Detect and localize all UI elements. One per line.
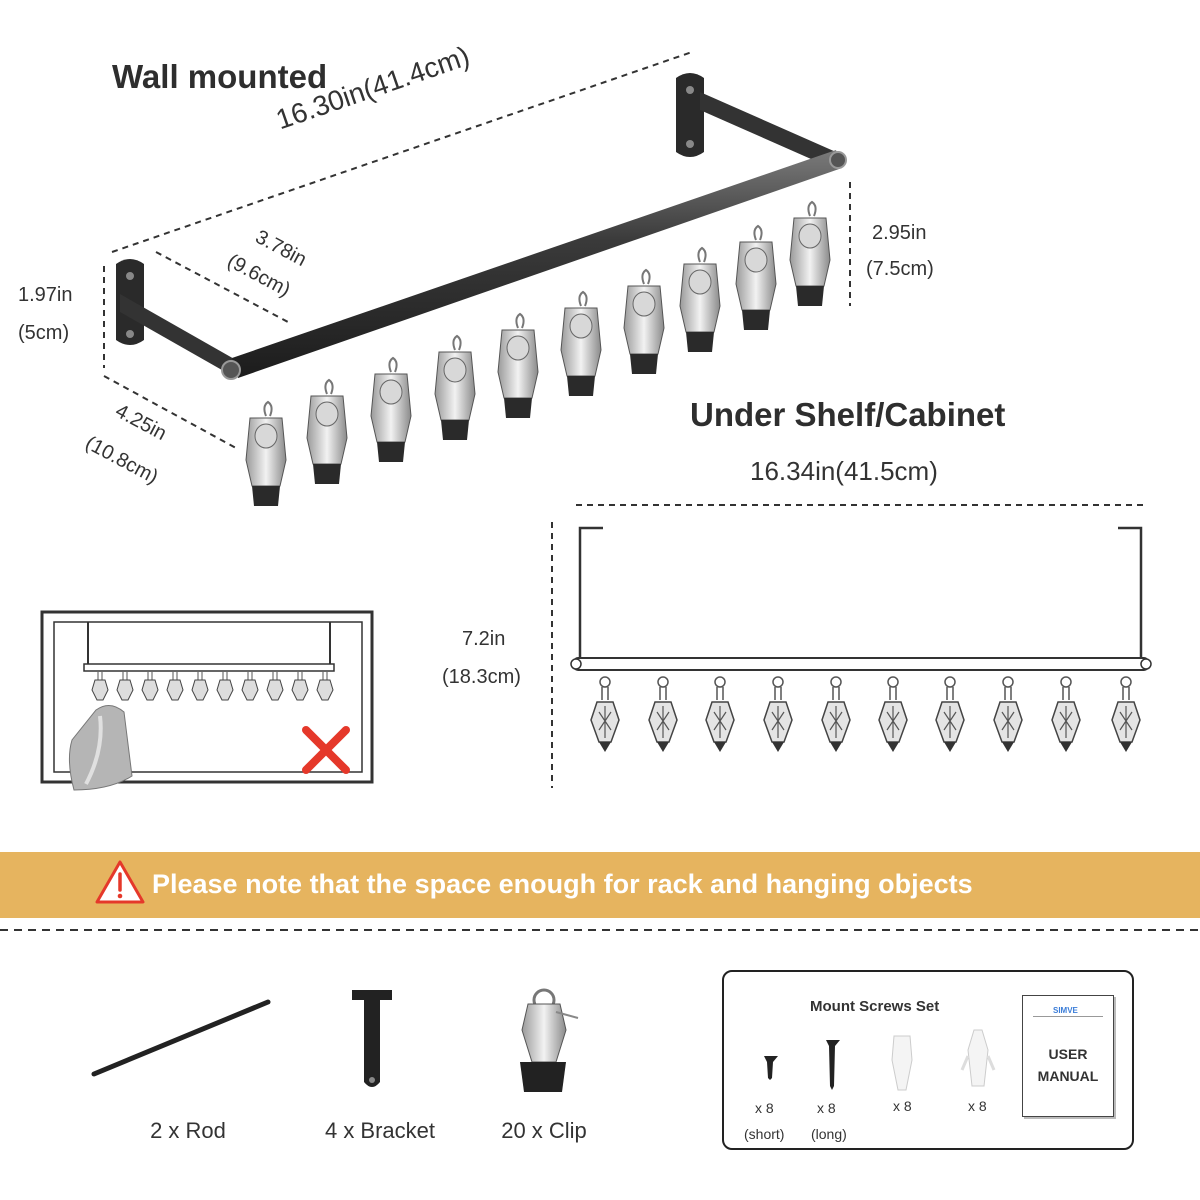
notice-banner (0, 852, 1200, 918)
clip-part (520, 988, 579, 1092)
rod-part (91, 999, 271, 1077)
shelf-height-cm: (18.3cm) (442, 666, 521, 688)
wall-mounted-rack (103, 51, 851, 507)
bracket-part (352, 990, 392, 1087)
anchor-qty: x 8 (893, 1098, 912, 1114)
long-screw-icon (826, 1040, 840, 1090)
wall-mounted-title: Wall mounted (112, 58, 328, 95)
clip-height-in: 2.95in (872, 222, 927, 244)
short-screw-icon (764, 1056, 778, 1080)
short-screw-qty: x 8 (755, 1100, 774, 1116)
wall-height-in: 1.97in (18, 284, 73, 306)
manual-line-1: USER (1048, 1046, 1088, 1062)
shelf-length-dimension: 16.34in(41.5cm) (750, 456, 938, 486)
wall-height-cm: (5cm) (18, 322, 70, 344)
clip-height-cm: (7.5cm) (866, 258, 934, 280)
notice-text: Please note that the space enough for ra… (152, 869, 973, 899)
manual-line-2: MANUAL (1037, 1068, 1099, 1084)
under-shelf-title: Under Shelf/Cabinet (690, 396, 1006, 433)
toggle-anchor-icon (960, 1029, 996, 1087)
mount-screws-set-box (722, 970, 1134, 1150)
long-screw-label: (long) (811, 1126, 847, 1142)
bracket-label: 4 x Bracket (324, 1118, 436, 1143)
clip-label: 20 x Clip (501, 1118, 587, 1143)
user-manual: SIMVE USER MANUAL (1022, 995, 1114, 1117)
manual-brand: SIMVE (1053, 1006, 1078, 1015)
space-warning-illustration (40, 610, 374, 791)
cross-icon (302, 726, 350, 774)
screws-set-title: Mount Screws Set (810, 998, 940, 1015)
toggle-anchor-qty: x 8 (968, 1098, 987, 1114)
shelf-height-in: 7.2in (462, 628, 506, 650)
under-shelf-rack (551, 504, 1152, 788)
rod-label: 2 x Rod (150, 1118, 226, 1143)
short-screw-label: (short) (744, 1126, 785, 1142)
long-screw-qty: x 8 (817, 1100, 836, 1116)
wall-anchor-icon (891, 1035, 913, 1091)
